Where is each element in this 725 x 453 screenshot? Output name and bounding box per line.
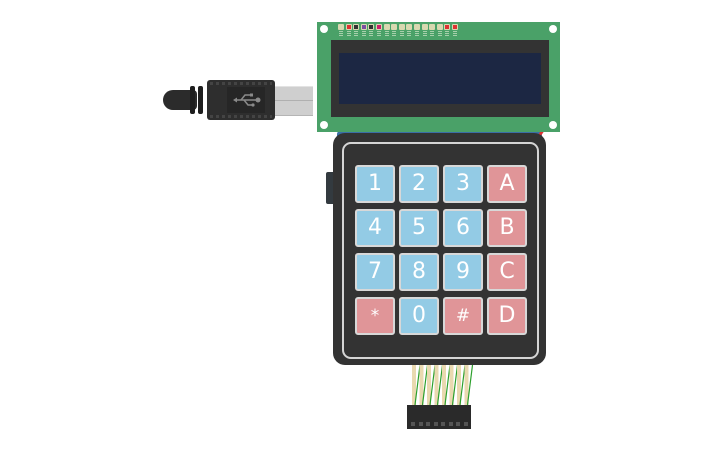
- header-pin-socket[interactable]: [418, 422, 423, 426]
- lcd-pin[interactable]: [444, 24, 451, 30]
- ribbon-cable: [412, 365, 474, 406]
- keypad-key-c[interactable]: C: [487, 253, 527, 291]
- lcd-pin-label: [377, 31, 381, 37]
- lcd-pin-label: [384, 31, 389, 37]
- lcd-pin-label: [415, 31, 419, 37]
- usb-grip-top: [210, 82, 272, 85]
- lcd-pin-label: [399, 31, 404, 37]
- header-pin-socket[interactable]: [456, 422, 460, 426]
- header-pin-socket[interactable]: [463, 422, 468, 426]
- lcd-pin[interactable]: [338, 24, 344, 30]
- keypad-key-d[interactable]: D: [487, 297, 527, 335]
- lcd-pin[interactable]: [376, 24, 382, 30]
- keypad-border: [342, 142, 539, 359]
- keypad-key-2[interactable]: 2: [399, 165, 439, 203]
- lcd-pin[interactable]: [360, 24, 367, 30]
- mounting-hole: [320, 121, 328, 129]
- keypad-key-3[interactable]: 3: [443, 165, 483, 203]
- lcd-pin[interactable]: [452, 24, 458, 30]
- keypad-key-4[interactable]: 4: [355, 209, 395, 247]
- keypad-key-1[interactable]: 1: [355, 165, 395, 203]
- usb-cable-ring: [198, 86, 203, 114]
- lcd-pin-label: [407, 31, 412, 37]
- lcd-pin-label: [346, 31, 351, 37]
- usb-connector-housing[interactable]: [207, 80, 275, 120]
- lcd-pin[interactable]: [383, 24, 390, 30]
- lcd-pin[interactable]: [421, 24, 428, 30]
- lcd-pin-label: [430, 31, 435, 37]
- header-pin-socket[interactable]: [426, 422, 430, 426]
- keypad-key-8[interactable]: 8: [399, 253, 439, 291]
- keypad-key-a[interactable]: A: [487, 165, 527, 203]
- lcd-pin-label: [422, 31, 427, 37]
- keypad-key-star[interactable]: *: [355, 297, 395, 335]
- lcd-pin[interactable]: [429, 24, 436, 30]
- usb-cable-strain-relief: [163, 90, 197, 110]
- header-pin-socket[interactable]: [433, 422, 438, 426]
- keypad-key-0[interactable]: 0: [399, 297, 439, 335]
- keypad-key-6[interactable]: 6: [443, 209, 483, 247]
- lcd-pin[interactable]: [406, 24, 413, 30]
- usb-logo-panel: [227, 87, 265, 113]
- keypad-key-9[interactable]: 9: [443, 253, 483, 291]
- keypad-key-hash[interactable]: #: [443, 297, 483, 335]
- lcd-pin[interactable]: [353, 24, 360, 30]
- lcd-pin-label: [361, 31, 366, 37]
- mounting-hole: [549, 121, 557, 129]
- header-pin-socket[interactable]: [448, 422, 453, 426]
- lcd-pin-label: [437, 31, 442, 37]
- keypad-side-tab: [326, 172, 336, 204]
- keypad-key-b[interactable]: B: [487, 209, 527, 247]
- header-pin-socket[interactable]: [411, 422, 415, 426]
- usb-grip-bottom: [210, 115, 272, 118]
- lcd-pin-label: [369, 31, 374, 37]
- lcd-pin-label: [445, 31, 450, 37]
- lcd-screen: [339, 53, 541, 104]
- mounting-hole: [549, 25, 557, 33]
- lcd-pin[interactable]: [368, 24, 375, 30]
- female-pin-header[interactable]: [407, 405, 471, 429]
- usb-cable-ring: [190, 86, 195, 114]
- lcd-pin[interactable]: [398, 24, 405, 30]
- lcd-pin-label: [354, 31, 359, 37]
- keypad-key-7[interactable]: 7: [355, 253, 395, 291]
- keypad-key-5[interactable]: 5: [399, 209, 439, 247]
- lcd-pin[interactable]: [436, 24, 443, 30]
- lcd-pin-label: [392, 31, 397, 37]
- lcd-pin[interactable]: [345, 24, 352, 30]
- lcd-pin-label: [339, 31, 343, 37]
- usb-icon: [233, 93, 261, 107]
- mounting-hole: [320, 25, 328, 33]
- lcd-pin[interactable]: [391, 24, 398, 30]
- usb-b-plug: [275, 86, 313, 116]
- lcd-pin[interactable]: [414, 24, 420, 30]
- header-pin-socket[interactable]: [441, 422, 445, 426]
- lcd-pin-label: [453, 31, 457, 37]
